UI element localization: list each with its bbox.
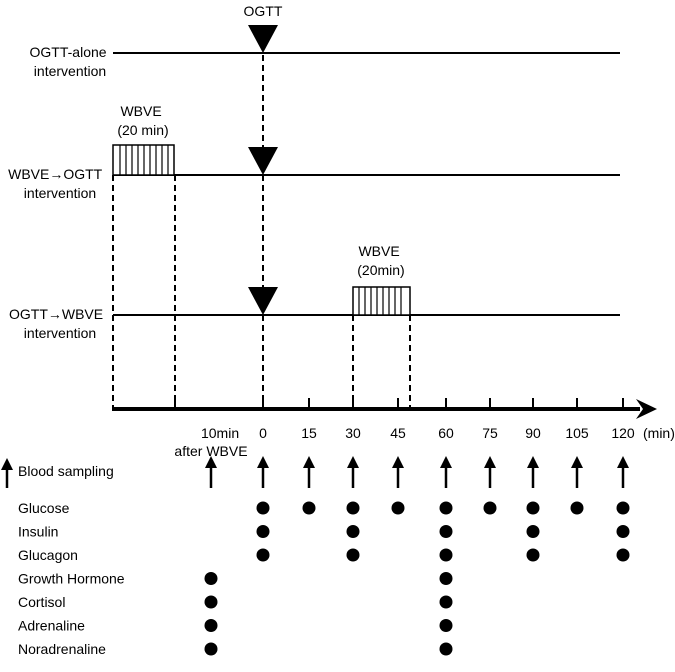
sampling-arrow [484,456,496,488]
time-axis-arrowhead [636,399,657,419]
sample-dot [256,525,270,538]
sample-dot [439,501,453,515]
sample-dot [616,501,630,515]
measure-label: Noradrenaline [18,641,106,657]
axis-tick-label: 45 [390,425,406,441]
sample-dot [439,642,453,656]
axis-ticks: 0 15 30 45 60 75 90 105 120 [174,398,635,441]
axis-tick-label: 0 [259,425,267,441]
wbve-box2-stripes [358,287,402,315]
measure-label: Cortisol [18,594,65,610]
sampling-arrow [205,456,217,488]
measure-label: Glucagon [18,547,78,563]
sample-dot [346,548,360,562]
ogtt-alone-label: OGTT-alone intervention [30,44,111,79]
sampling-arrow [617,456,629,488]
axis-tick-label: 120 [611,425,635,441]
wbve-box1-label: WBVE (20 min) [117,103,168,138]
ogtt-label: OGTT [244,3,283,19]
sample-dot [346,525,360,538]
sample-dot [204,619,218,632]
axis-tick-label: 60 [438,425,454,441]
unit-label: (min) [643,425,675,441]
sample-dot [616,525,630,538]
sample-dot [391,501,405,515]
wbve-ogtt-label: WBVE→OGTT intervention [8,166,106,201]
sample-dot [483,501,497,515]
sample-dot [302,501,316,515]
sample-dot [439,548,453,562]
sampling-arrow [527,456,539,488]
sample-dot [439,572,453,585]
ogtt-triangle-top [248,25,278,53]
measure-label: Insulin [18,524,58,540]
measure-label: Glucose [18,500,70,516]
axis-tick-label: 90 [525,425,541,441]
sampling-arrow [571,456,583,488]
sample-dot [204,572,218,585]
ogtt-wbve-label: OGTT→WBVE intervention [9,306,107,341]
sample-dot [256,548,270,562]
sampling-arrow [347,456,359,488]
blood-sampling-label: Blood sampling [18,463,114,479]
sample-dot [346,501,360,515]
sample-dot [439,619,453,632]
sample-dot [570,501,584,515]
sampling-arrows [205,456,629,488]
sample-dot [204,595,218,609]
ogtt-triangle-low [248,287,278,315]
sample-dot [526,501,540,515]
sampling-arrow [392,456,404,488]
axis-tick-label: 75 [482,425,498,441]
axis-tick-label: 105 [565,425,589,441]
sample-dot [616,548,630,562]
sampling-arrow [440,456,452,488]
sampling-arrow [257,456,269,488]
ogtt-triangle-mid [248,147,278,175]
axis-tick-label: 15 [301,425,317,441]
axis-tick-label: 30 [345,425,361,441]
sample-dot [439,525,453,538]
sample-dot [439,595,453,609]
blood-sampling-legend-arrow [1,458,13,488]
sampling-arrow [303,456,315,488]
sample-dot [526,525,540,538]
sample-dot [204,642,218,656]
measure-label: Growth Hormone [18,571,125,587]
sample-dot [526,548,540,562]
sample-dot [256,501,270,515]
wbve-box1-stripes [119,145,169,175]
after-wbve-label: 10min after WBVE [174,425,247,459]
wbve-box2-label: WBVE (20min) [357,243,404,278]
measure-label: Adrenaline [18,618,85,634]
